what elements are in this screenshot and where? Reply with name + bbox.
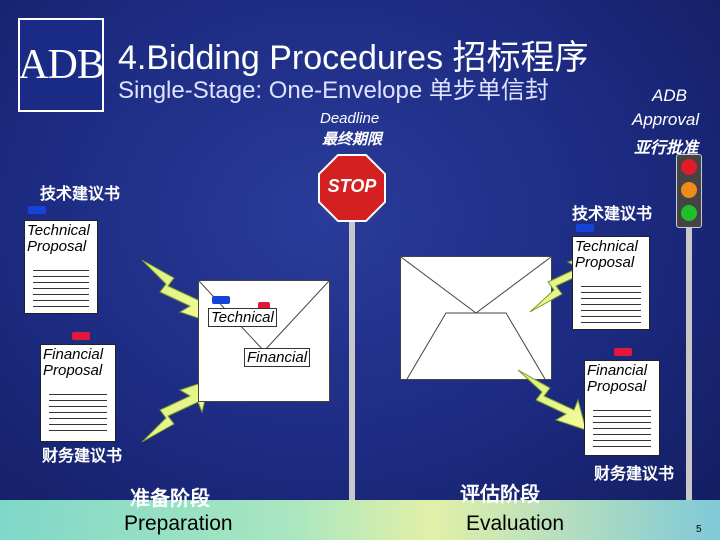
stop-sign — [318, 154, 386, 222]
opened-envelope — [400, 256, 552, 380]
envelope-financial-tab — [258, 302, 270, 310]
arrow-envelope-to-financial — [517, 369, 587, 431]
right-technical-doc-label: Technical Proposal — [575, 238, 638, 271]
document-lines — [49, 389, 107, 431]
left-technical-tab — [28, 206, 46, 214]
evaluation-en: Evaluation — [466, 512, 565, 535]
document-lines — [33, 265, 89, 307]
logo-text: ADB — [18, 42, 105, 88]
right-financial-document: Financial Proposal — [584, 360, 660, 456]
approval-text: Approval — [632, 110, 700, 129]
page-number: 5 — [696, 524, 702, 535]
traffic-amber-light — [681, 182, 697, 198]
document-lines — [581, 281, 641, 323]
right-financial-tab — [614, 348, 632, 356]
right-technical-document: Technical Proposal — [572, 236, 650, 330]
approval-adb: ADB — [652, 86, 687, 105]
stop-text: STOP — [327, 176, 377, 196]
traffic-light-pole — [686, 228, 692, 500]
approval-cn: 亚行批准 — [634, 138, 699, 157]
deadline-label: Deadline — [320, 110, 380, 127]
envelope-financial-label: Financial — [244, 348, 311, 367]
right-technical-cn: 技术建议书 — [572, 204, 653, 223]
left-financial-document: Financial Proposal — [40, 344, 116, 442]
deadline-cn-label: 最终期限 — [322, 130, 383, 148]
traffic-red-light — [681, 159, 697, 175]
left-technical-cn: 技术建议书 — [40, 184, 121, 203]
opened-envelope-flap — [401, 257, 551, 379]
envelope-technical-tab — [212, 296, 230, 304]
preparation-cn: 准备阶段 — [130, 486, 210, 510]
slide-subtitle: Single-Stage: One-Envelope 单步单信封 — [118, 77, 549, 104]
left-technical-document: Technical Proposal — [24, 220, 98, 314]
left-financial-doc-label: Financial Proposal — [43, 346, 104, 379]
preparation-en: Preparation — [124, 512, 233, 535]
traffic-green-light — [681, 205, 697, 221]
left-financial-cn: 财务建议书 — [42, 446, 123, 465]
traffic-light — [676, 154, 702, 228]
left-technical-doc-label: Technical Proposal — [27, 222, 90, 255]
right-financial-doc-label: Financial Proposal — [587, 362, 648, 395]
adb-logo: ADB — [18, 18, 105, 112]
timeline-bar — [0, 500, 720, 540]
slide-title: 4.Bidding Procedures 招标程序 — [118, 39, 589, 77]
right-financial-cn: 财务建议书 — [594, 464, 675, 483]
evaluation-cn: 评估阶段 — [460, 482, 540, 506]
envelope-technical-label: Technical — [208, 308, 277, 327]
left-financial-tab — [72, 332, 90, 340]
document-lines — [593, 405, 651, 447]
stop-pole — [349, 215, 355, 500]
right-technical-tab — [576, 224, 594, 232]
